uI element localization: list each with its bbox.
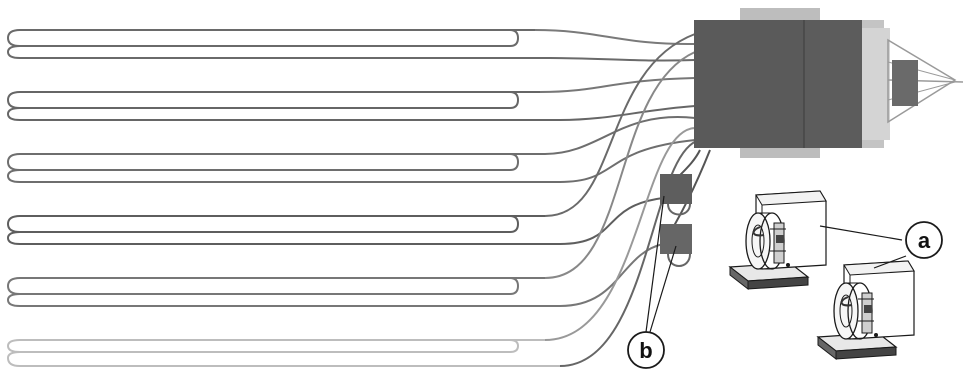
callout-b: b bbox=[627, 195, 677, 369]
streamer-4b bbox=[6, 197, 664, 245]
cable-winch-2 bbox=[817, 260, 915, 360]
streamer-group bbox=[6, 29, 696, 367]
cable-winch-1 bbox=[729, 190, 827, 290]
callout-a: a bbox=[819, 221, 943, 269]
callout-b-label: b bbox=[639, 338, 652, 363]
callout-a-label: a bbox=[918, 228, 931, 253]
tow-vessel bbox=[694, 8, 963, 158]
streamer-2 bbox=[6, 91, 540, 109]
streamer-4 bbox=[6, 215, 545, 233]
streamer-1b bbox=[6, 45, 696, 62]
streamer-3b bbox=[6, 139, 696, 183]
source-box-1 bbox=[660, 174, 692, 204]
streamer-5 bbox=[6, 277, 545, 295]
streamer-6 bbox=[6, 339, 545, 353]
source-float-group bbox=[660, 174, 692, 267]
streamer-2b bbox=[6, 105, 696, 121]
streamer-6b bbox=[6, 351, 560, 367]
streamer-5b bbox=[6, 243, 664, 307]
source-box-2 bbox=[660, 224, 692, 254]
streamer-3 bbox=[6, 153, 545, 171]
streamer-1 bbox=[6, 29, 535, 47]
